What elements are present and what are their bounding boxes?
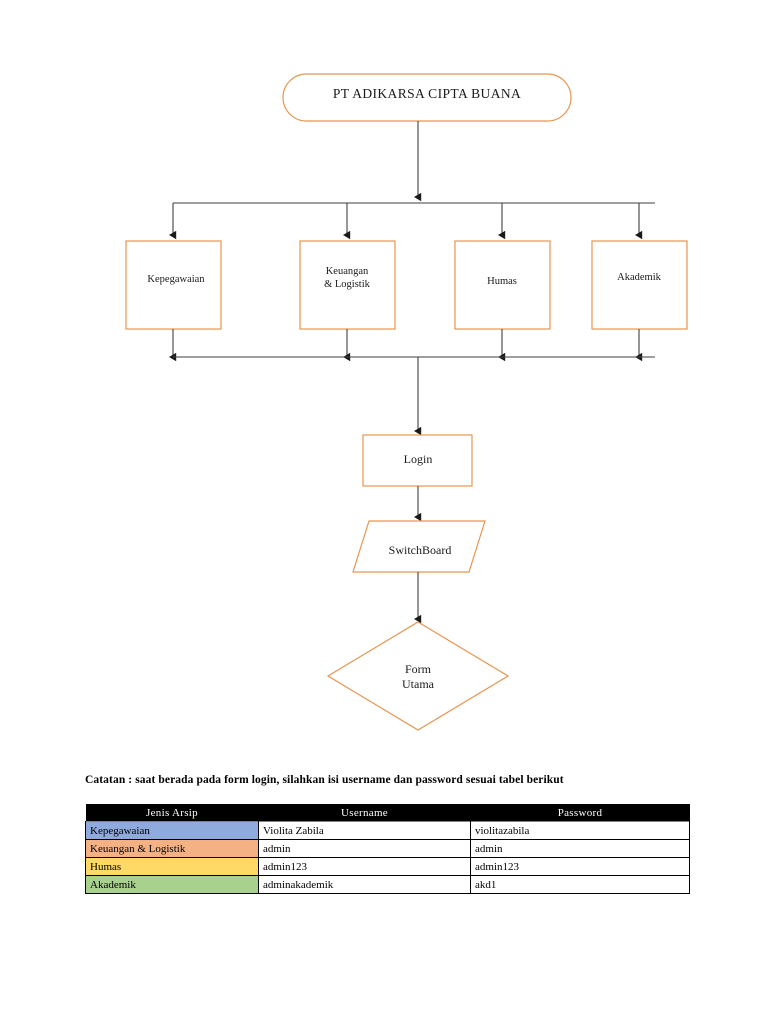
table-header-jenis-arsip: Jenis Arsip: [85, 804, 259, 822]
table-cell-jenis-arsip: Kepegawaian: [85, 821, 259, 840]
credentials-table: Jenis Arsip Username Password Kepegawaia…: [85, 804, 690, 894]
table-cell-username: adminakademik: [258, 875, 471, 894]
table-cell-jenis-arsip: Akademik: [85, 875, 259, 894]
note-text: Catatan : saat berada pada form login, s…: [85, 774, 564, 786]
table-cell-jenis-arsip: Keuangan & Logistik: [85, 839, 259, 858]
node-root: [282, 73, 572, 122]
table-cell-password: admin: [470, 839, 690, 858]
node-form-utama: [326, 621, 510, 731]
node-department-4: [591, 240, 688, 330]
table-cell-username: Violita Zabila: [258, 821, 471, 840]
node-department-1: [125, 240, 222, 330]
table-header-password: Password: [470, 804, 690, 822]
table-cell-password: admin123: [470, 857, 690, 876]
table-cell-password: akd1: [470, 875, 690, 894]
table-header-row: Jenis Arsip Username Password: [85, 804, 690, 822]
node-department-2: [299, 240, 396, 330]
table-cell-jenis-arsip: Humas: [85, 857, 259, 876]
node-login: [362, 434, 473, 487]
table-cell-username: admin123: [258, 857, 471, 876]
table-cell-username: admin: [258, 839, 471, 858]
table-cell-password: violitazabila: [470, 821, 690, 840]
table-header-username: Username: [258, 804, 471, 822]
node-department-3: [454, 240, 551, 330]
node-switchboard: [352, 520, 486, 573]
flowchart-diagram: [125, 73, 688, 731]
